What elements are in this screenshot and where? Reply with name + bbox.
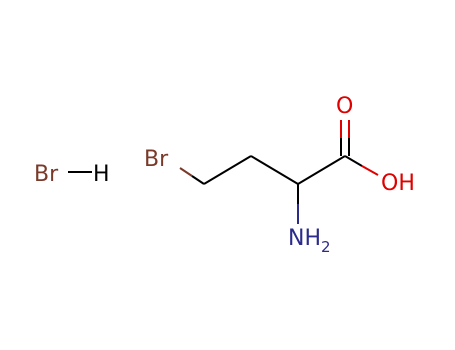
hydroxyl-group: OH [381, 171, 415, 196]
amino-group-subscript: 2 [321, 238, 331, 256]
c-oh-bond-o-half [361, 165, 379, 176]
amino-group-label: NH [288, 226, 321, 251]
hbr-bromine-atom: Br [34, 162, 59, 187]
carbonyl-oxygen-atom: O [336, 94, 353, 119]
hbr-group: Br H [34, 162, 110, 187]
amino-acid-skeleton: Br O OH NH 2 [144, 94, 415, 256]
c3-c2-bond [250, 155, 299, 185]
c2-c1-bond [297, 155, 346, 185]
br-c-bond-br-half [179, 167, 193, 177]
bromo-substituent-atom: Br [144, 147, 169, 172]
hbr-hydrogen-atom: H [93, 162, 110, 187]
c-oh-bond-c-half [344, 155, 363, 167]
br-c-bond-c-half [191, 175, 205, 185]
c4-c3-bond [203, 155, 252, 185]
